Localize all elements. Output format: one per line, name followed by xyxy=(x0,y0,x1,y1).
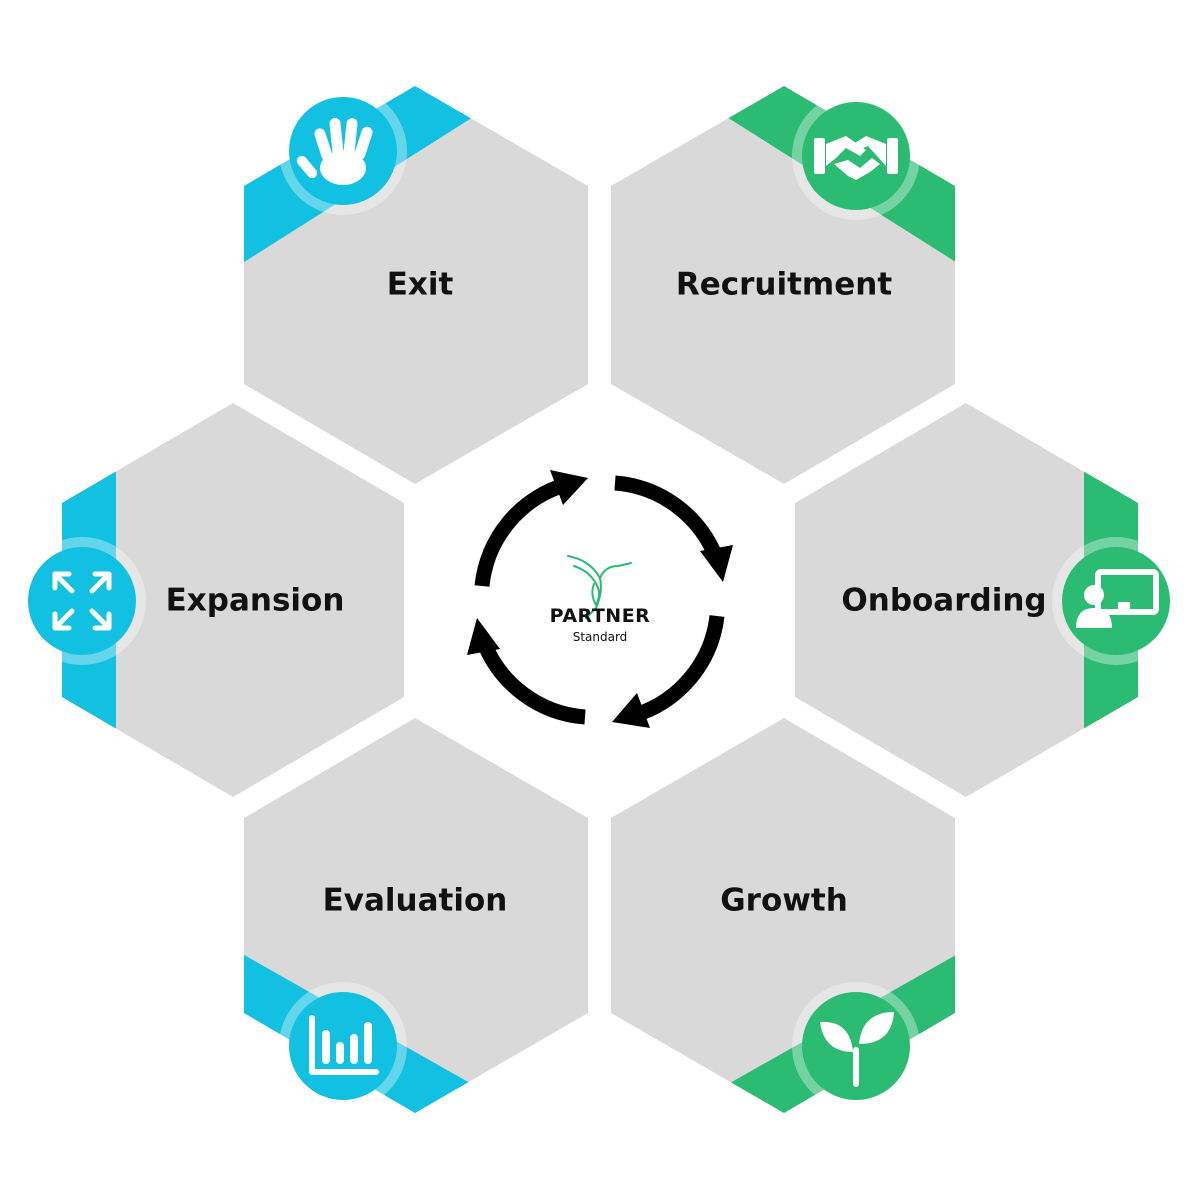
bar-chart-icon xyxy=(289,992,397,1100)
expansion-hexagon xyxy=(62,403,404,797)
presentation-icon xyxy=(1062,547,1170,655)
expand-arrows-icon xyxy=(28,547,136,655)
stage-label-recruitment: Recruitment xyxy=(676,267,892,303)
stage-label-onboarding: Onboarding xyxy=(841,583,1046,619)
stage-growth: Growth xyxy=(611,718,955,1113)
stage-label-exit: Exit xyxy=(387,267,454,303)
raised-hand-icon xyxy=(289,97,397,205)
onboarding-hexagon xyxy=(795,403,1138,797)
logo-sub: Standard xyxy=(573,630,628,644)
stage-onboarding: Onboarding xyxy=(795,403,1180,797)
stage-label-expansion: Expansion xyxy=(166,583,345,619)
stage-label-evaluation: Evaluation xyxy=(323,883,508,919)
logo-name: PARTNER xyxy=(550,605,651,627)
stage-label-growth: Growth xyxy=(720,883,848,919)
partner-standard-logo: PARTNER Standard xyxy=(550,555,651,644)
stage-evaluation: Evaluation xyxy=(244,718,588,1113)
sprout-icon xyxy=(802,992,910,1100)
cycle-arrows-icon xyxy=(467,470,733,728)
hummingbird-icon xyxy=(567,555,632,619)
stage-exit: Exit xyxy=(244,86,588,484)
stage-recruitment: Recruitment xyxy=(611,86,955,484)
handshake-icon xyxy=(802,102,910,210)
stage-expansion: Expansion xyxy=(18,403,404,797)
